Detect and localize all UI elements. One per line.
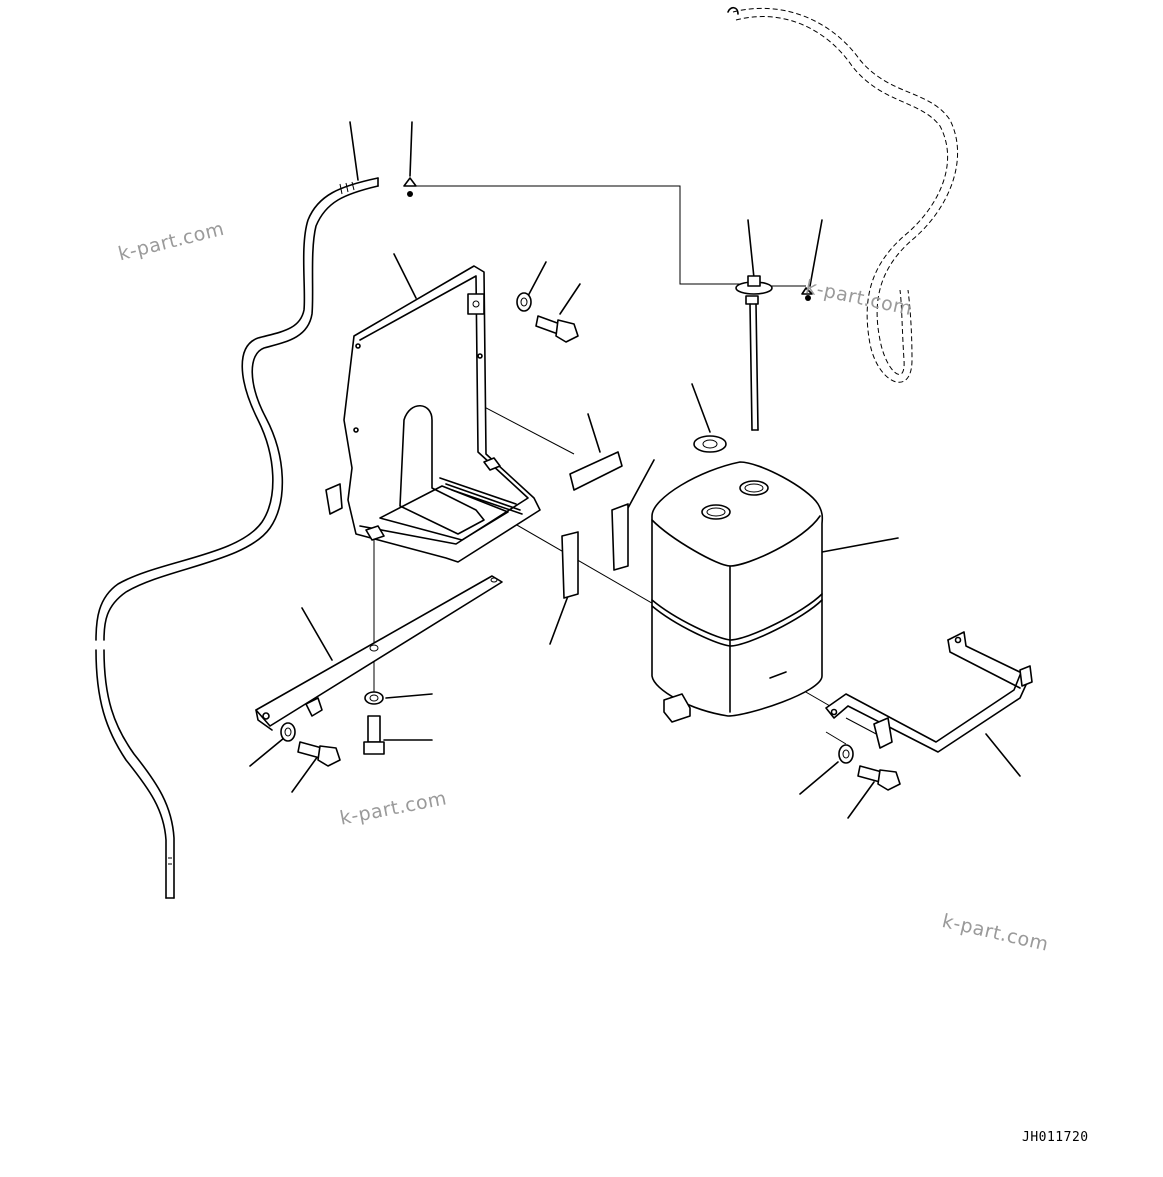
hose-clamp-right [801, 287, 813, 301]
drain-hose [95, 177, 379, 899]
bolt-lower-left [297, 741, 341, 767]
hose-clamp-top [403, 177, 417, 197]
bolt-right [857, 765, 901, 791]
rubber-pad-c [561, 531, 579, 599]
overflow-hose-dashed [727, 6, 958, 383]
drawing-id: JH011720 [1022, 1130, 1089, 1145]
washer-right [838, 744, 854, 764]
bolt-lower-center [363, 715, 385, 755]
bolt-upper [535, 315, 579, 343]
rubber-pad-b [611, 503, 629, 571]
gasket [693, 435, 727, 453]
reservoir-tank [651, 461, 824, 723]
washer-upper [516, 292, 532, 312]
mounting-bracket [325, 265, 541, 563]
washer-lower-center [364, 691, 384, 705]
tank-cap-dipstick [735, 275, 773, 431]
tank-band [825, 631, 1033, 753]
leader-lines [249, 121, 1021, 819]
support-strap [255, 575, 503, 731]
washer-lower-left [280, 722, 296, 742]
rubber-pad-a [569, 451, 623, 491]
